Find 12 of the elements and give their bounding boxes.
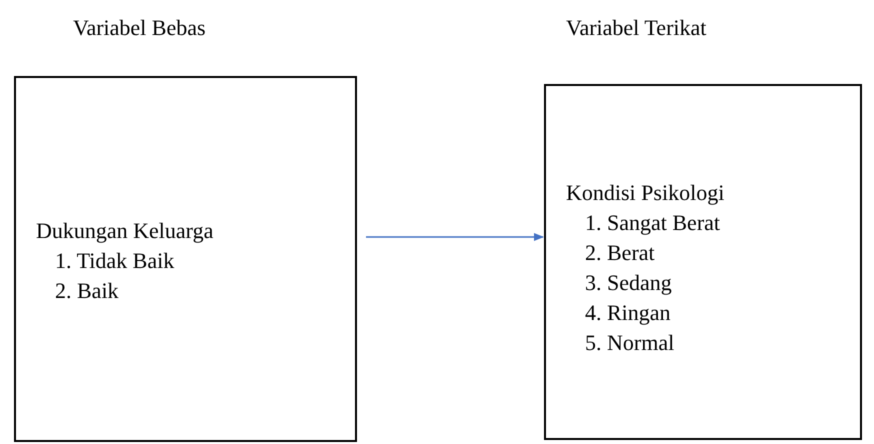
variable-name: Dukungan Keluarga: [36, 217, 214, 245]
category-item: 3. Sedang: [584, 269, 673, 297]
category-item: 2. Berat: [584, 239, 656, 267]
variable-heading: Variabel Bebas: [73, 14, 206, 42]
category-item: 5. Normal: [584, 329, 676, 357]
variable-heading: Variabel Terikat: [566, 14, 706, 42]
category-item: 2. Baik: [54, 277, 120, 305]
arrow: [366, 233, 544, 241]
variable-name: Kondisi Psikologi: [566, 179, 726, 207]
category-item: 4. Ringan: [584, 299, 672, 327]
category-item: 1. Tidak Baik: [54, 247, 176, 275]
category-item: 1. Sangat Berat: [584, 209, 722, 237]
